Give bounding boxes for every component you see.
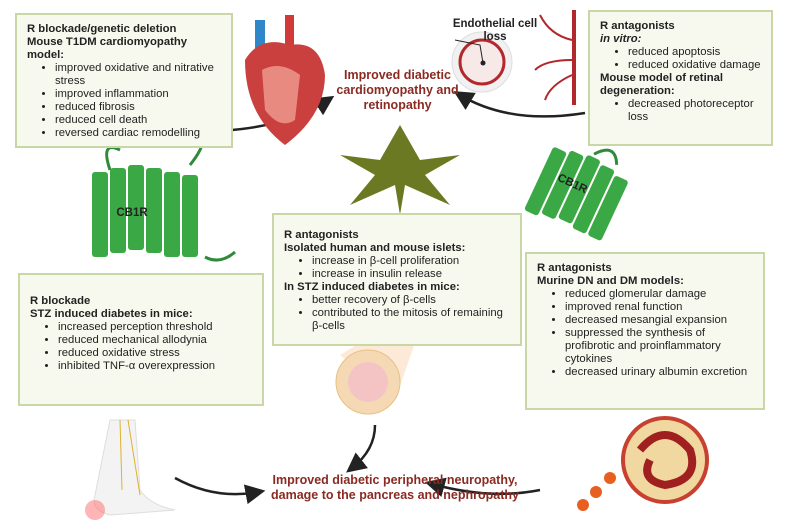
list-item: increase in insulin release	[312, 268, 510, 281]
neuropathy-box: R blockade STZ induced diabetes in mice:…	[18, 273, 264, 406]
list-item: decreased photoreceptor loss	[628, 98, 761, 124]
bottom-outcome-title: Improved diabetic peripheral neuropathy,…	[271, 473, 519, 502]
cannabis-leaf-icon	[340, 125, 460, 215]
cb1r-label-left: CB1R	[116, 207, 148, 219]
list-item: better recovery of β-cells	[312, 294, 510, 307]
list-item: reduced glomerular damage	[565, 288, 753, 301]
list-item: increased perception threshold	[58, 321, 252, 334]
neuropathy-heading1: R blockade	[30, 295, 91, 307]
pancreas-heading3: In STZ induced diabetes in mice:	[284, 281, 460, 293]
list-item: improved renal function	[565, 301, 753, 314]
retina-box: R antagonists in vitro: reduced apoptosi…	[588, 10, 773, 146]
foot-nerves-icon	[85, 419, 176, 520]
kidney-heading1: R antagonists	[537, 262, 612, 274]
list-item: increase in β-cell proliferation	[312, 255, 510, 268]
retina-vessel-icon	[451, 10, 576, 105]
arrow-neuro	[174, 476, 266, 505]
glomerulus-icon	[577, 416, 709, 511]
neuropathy-heading2: STZ induced diabetes in mice:	[30, 308, 193, 320]
kidney-heading2: Murine DN and DM models:	[537, 275, 684, 287]
retina-heading3: Mouse model of retinal degeneration:	[600, 72, 724, 97]
list-item: suppressed the synthesis of profibrotic …	[565, 327, 753, 366]
endothelial-label: Endothelial cell loss	[452, 18, 538, 43]
list-item: reversed cardiac remodelling	[55, 127, 221, 140]
list-item: improved oxidative and nitrative stress	[55, 62, 221, 88]
list-item: reduced oxidative stress	[58, 347, 252, 360]
cb1r-receptor-left-icon	[92, 128, 236, 262]
list-item: improved inflammation	[55, 88, 221, 101]
list-item: reduced cell death	[55, 114, 221, 127]
pancreas-heading1: R antagonists	[284, 229, 359, 241]
list-item: reduced apoptosis	[628, 46, 761, 59]
cardio-heading1: R blockade/genetic deletion	[27, 23, 177, 35]
list-item: decreased urinary albumin excretion	[565, 366, 753, 379]
kidney-box: R antagonists Murine DN and DM models: r…	[525, 252, 765, 410]
cb1r-receptor-right-icon	[524, 147, 628, 241]
retina-heading2: in vitro:	[600, 33, 642, 45]
cardio-box: R blockade/genetic deletion Mouse T1DM c…	[15, 13, 233, 148]
heart-icon	[245, 15, 325, 146]
list-item: reduced mechanical allodynia	[58, 334, 252, 347]
top-outcome-title: Improved diabetic cardiomyopathy and ret…	[336, 68, 459, 112]
pancreas-heading2: Isolated human and mouse islets:	[284, 242, 466, 254]
arrow-pancreas	[346, 424, 377, 473]
pancreas-box: R antagonists Isolated human and mouse i…	[272, 213, 522, 346]
list-item: reduced oxidative damage	[628, 59, 761, 72]
list-item: inhibited TNF-α overexpression	[58, 360, 252, 373]
arrow-retina	[453, 91, 586, 118]
arrow-kidney	[424, 477, 541, 497]
cardio-heading2: Mouse T1DM cardiomyopathy model:	[27, 36, 188, 61]
retina-heading1: R antagonists	[600, 20, 675, 32]
list-item: contributed to the mitosis of remaining …	[312, 307, 510, 333]
list-item: decreased mesangial expansion	[565, 314, 753, 327]
list-item: reduced fibrosis	[55, 101, 221, 114]
